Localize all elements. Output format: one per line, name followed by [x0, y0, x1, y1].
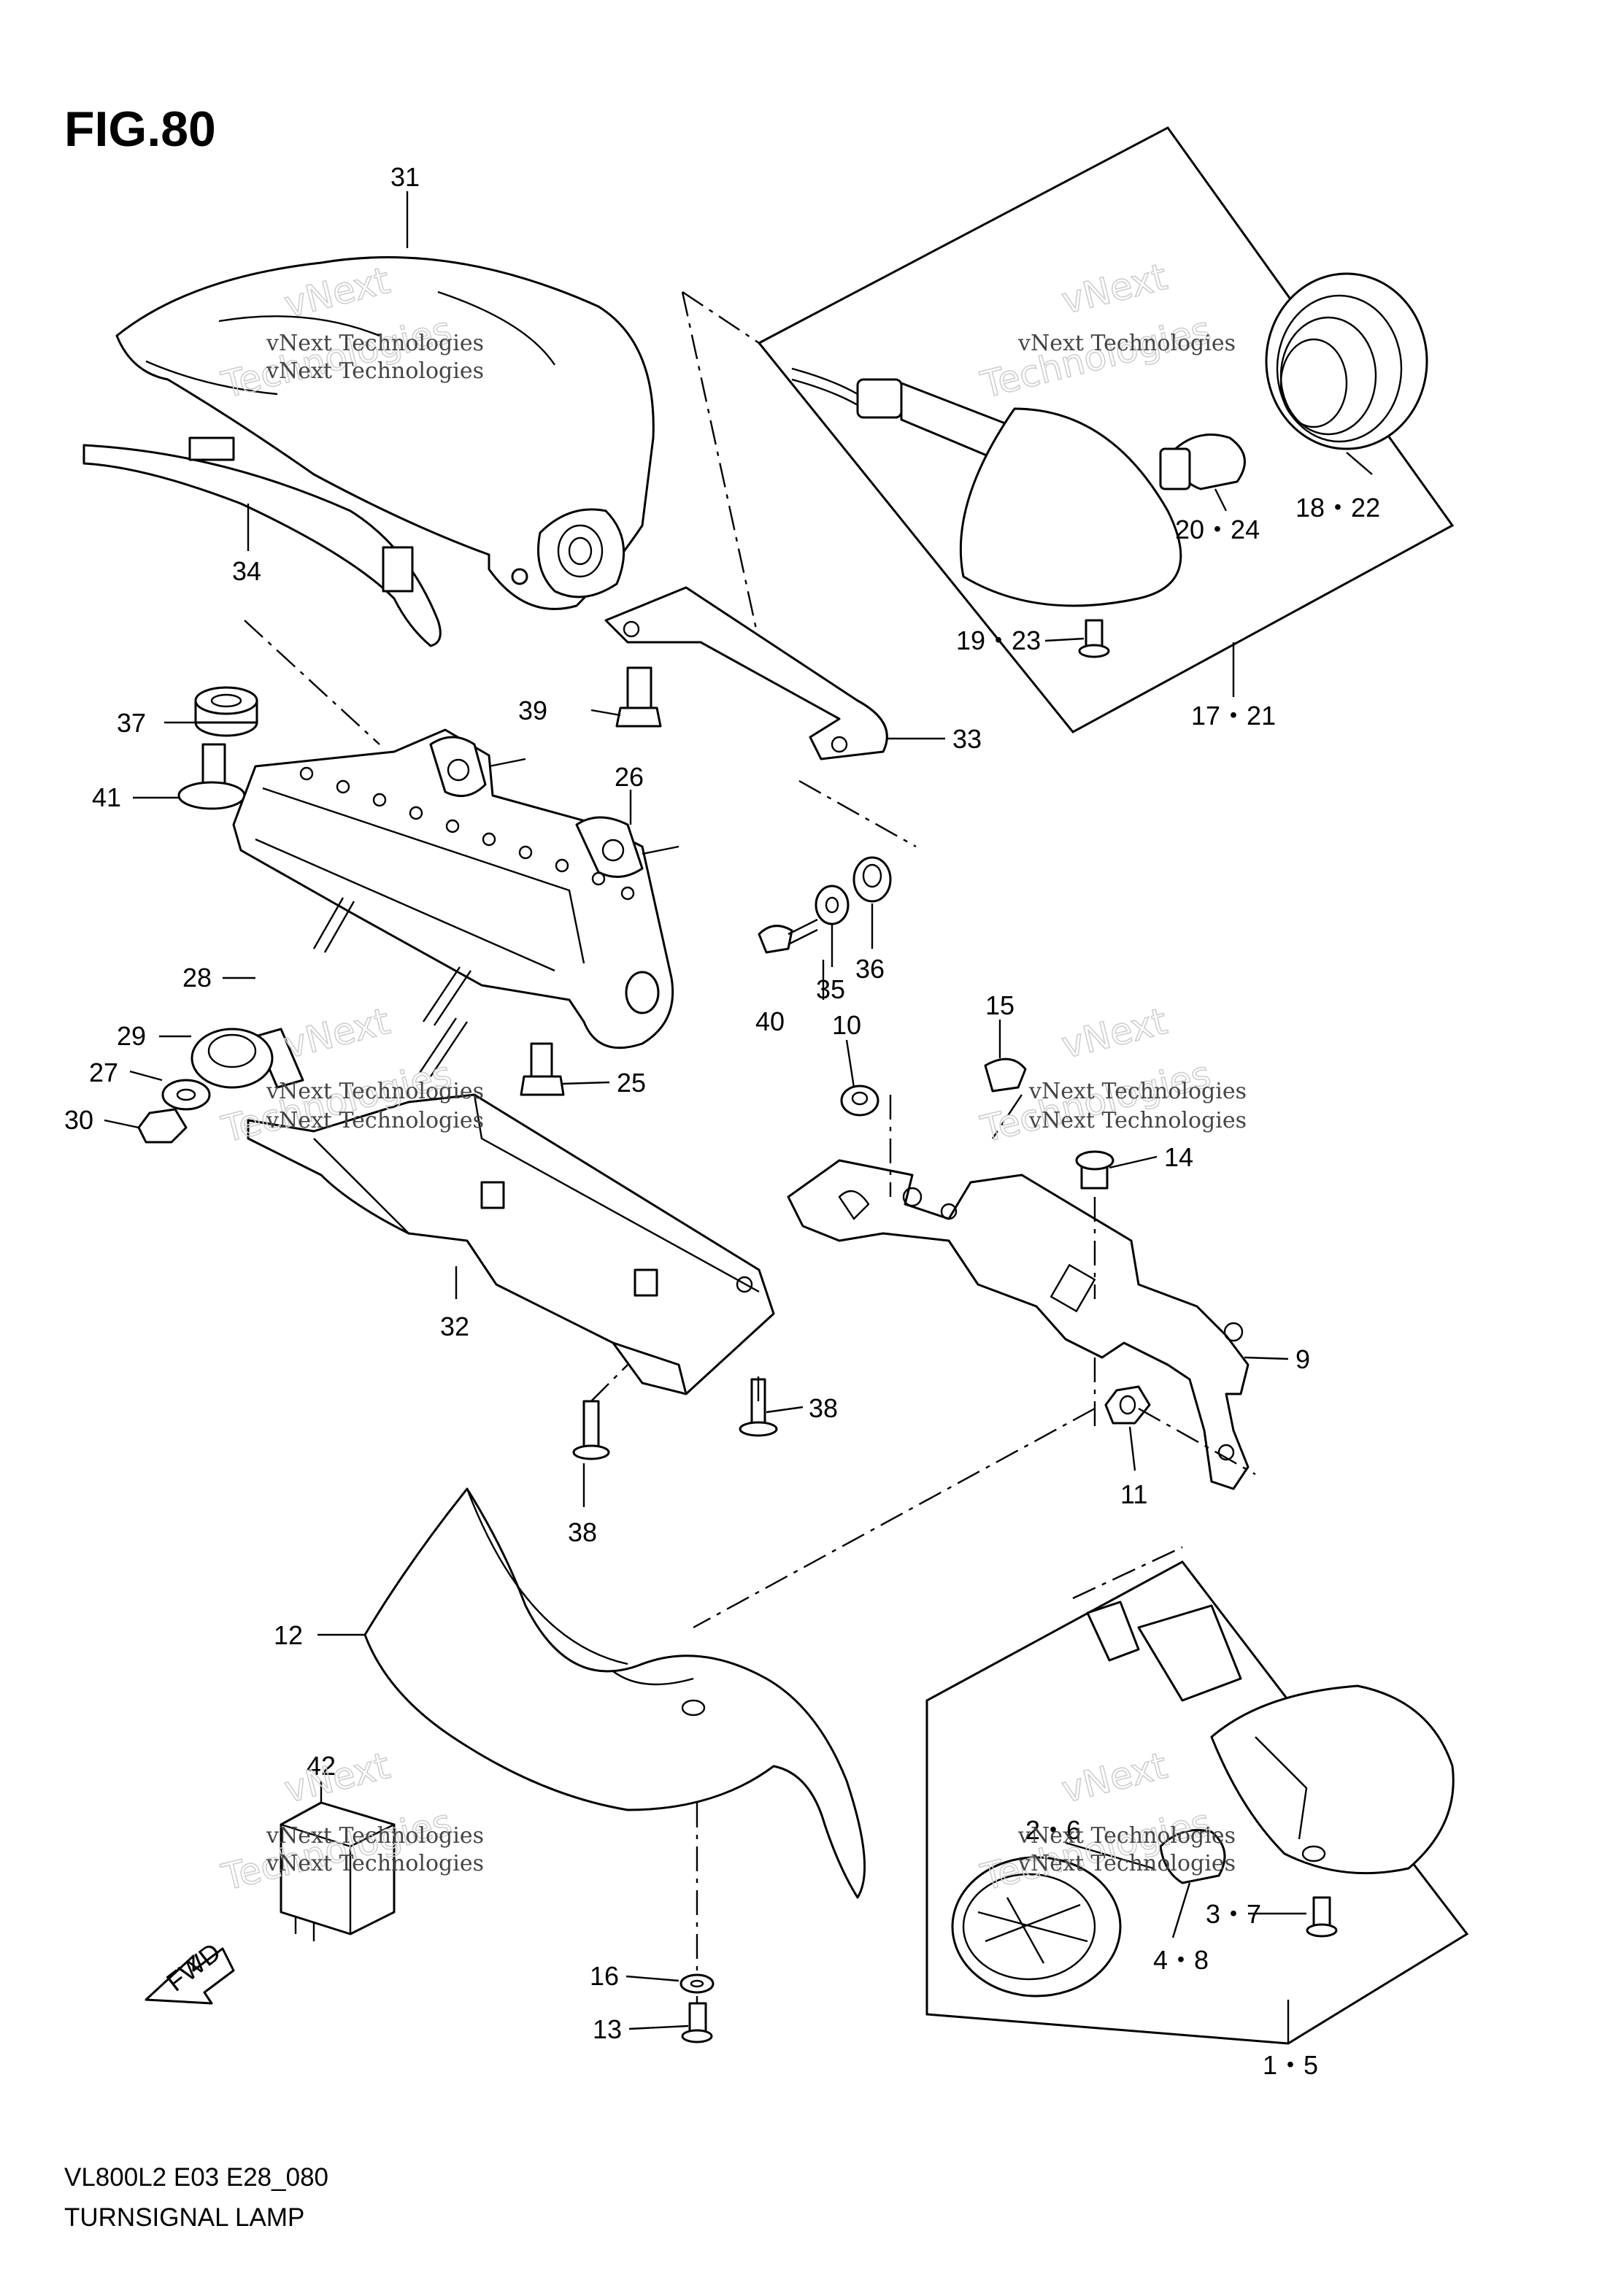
callout-39: 39 [518, 696, 547, 725]
svg-text:vNext Technologies: vNext Technologies [1017, 1851, 1236, 1876]
figure-title: FIG.80 [64, 101, 216, 157]
collar-10 [840, 1085, 879, 1117]
svg-text:vNext: vNext [1058, 1744, 1171, 1811]
callout-38-upper: 38 [809, 1393, 838, 1423]
part-26-main-bracket [232, 728, 679, 1049]
callout-42: 42 [307, 1751, 336, 1781]
svg-text:vNext: vNext [1058, 255, 1171, 323]
front-turnsignal-lamp-box [925, 1546, 1469, 2045]
bolt-41 [177, 743, 246, 810]
callout-26: 26 [615, 762, 644, 792]
washer-16 [679, 1973, 715, 1994]
callout-labels: 31 34 37 41 39 33 26 28 29 27 30 25 32 3… [64, 162, 1380, 2080]
part-32-lower-bracket [247, 1093, 775, 1395]
bolt-39 [615, 666, 662, 728]
svg-text:vNext Technologies: vNext Technologies [266, 1823, 484, 1849]
callout-19-23: 19・23 [956, 625, 1041, 655]
leader-lines [104, 191, 1373, 2043]
callout-10: 10 [832, 1010, 861, 1040]
callout-25: 25 [617, 1068, 646, 1098]
svg-text:vNext Technologies: vNext Technologies [266, 1851, 484, 1876]
rivet-38-lower [572, 1400, 610, 1460]
rear-turnsignal-lamp-box [681, 126, 1455, 733]
callout-16: 16 [590, 1961, 619, 1991]
svg-text:vNext Technologies: vNext Technologies [266, 1108, 484, 1133]
part-31-cover [115, 256, 655, 610]
bolt-13 [681, 2002, 713, 2043]
callout-15: 15 [985, 990, 1014, 1020]
nut-11 [1104, 1385, 1151, 1425]
svg-text:Technologies: Technologies [977, 309, 1215, 407]
callout-13: 13 [593, 2014, 622, 2044]
callout-35: 35 [816, 974, 845, 1004]
svg-text:vNext Technologies: vNext Technologies [1028, 1079, 1247, 1104]
svg-text:vNext Technologies: vNext Technologies [266, 331, 484, 356]
callout-11: 11 [1120, 1479, 1147, 1509]
bracket-holes [299, 766, 635, 901]
watermark-bottom-right: vNext Technologies vNext Technologies vN… [976, 1744, 1236, 1899]
part-34-strip [82, 436, 442, 647]
callout-17-21: 17・21 [1191, 701, 1276, 731]
collar-36 [852, 856, 892, 903]
assembly-lines [244, 620, 1256, 2003]
model-code: VL800L2 E03 E28_080 [64, 2163, 328, 2192]
callout-28: 28 [182, 963, 212, 993]
callout-32: 32 [440, 1311, 469, 1341]
washer-27 [161, 1079, 211, 1111]
collar-14 [1075, 1150, 1114, 1190]
relay-42 [280, 1801, 396, 1941]
part-33-bracket [604, 586, 917, 848]
callout-36: 36 [855, 954, 885, 984]
callout-18-22: 18・22 [1295, 493, 1380, 523]
callout-29: 29 [117, 1021, 146, 1051]
svg-text:vNext Technologies: vNext Technologies [266, 358, 484, 384]
callout-4-8: 4・8 [1153, 1945, 1209, 1975]
washer-35 [815, 885, 850, 925]
svg-text:vNext Technologies: vNext Technologies [1017, 331, 1236, 356]
part-9-front-bracket [787, 1159, 1250, 1490]
callout-14: 14 [1164, 1142, 1193, 1172]
callout-37: 37 [117, 708, 146, 738]
stud-pair [419, 966, 471, 1077]
screw-40 [758, 918, 818, 954]
svg-text:vNext: vNext [1058, 1000, 1171, 1067]
callout-27: 27 [89, 1058, 118, 1087]
bolt-25 [520, 1042, 565, 1096]
callout-9: 9 [1295, 1344, 1310, 1374]
callout-1-5: 1・5 [1263, 2050, 1318, 2080]
fwd-arrow: FWD [145, 1937, 235, 2005]
watermark-top-right: vNext Technologies vNext Technologies [976, 255, 1236, 407]
svg-text:vNext Technologies: vNext Technologies [1028, 1108, 1247, 1133]
callout-31: 31 [390, 162, 420, 192]
callout-20-24: 20・24 [1175, 515, 1260, 544]
callout-3-7: 3・7 [1206, 1899, 1261, 1929]
svg-text:vNext: vNext [280, 1744, 394, 1811]
callout-12: 12 [274, 1620, 303, 1650]
part-12-lower-cover [363, 1487, 866, 1899]
callout-38-lower: 38 [568, 1517, 597, 1547]
section-name: TURNSIGNAL LAMP [64, 2203, 304, 2232]
svg-text:vNext: vNext [280, 1000, 394, 1067]
callout-40: 40 [755, 1006, 785, 1036]
nut-30 [137, 1108, 188, 1144]
callout-30: 30 [64, 1105, 93, 1135]
grommet-29 [190, 1028, 274, 1089]
bolt-15 [984, 1058, 1027, 1093]
callout-2-6: 2・6 [1025, 1815, 1081, 1845]
svg-text:vNext Technologies: vNext Technologies [266, 1079, 484, 1104]
svg-text:vNext Technologies: vNext Technologies [1017, 1823, 1236, 1849]
grommet-37 [194, 686, 258, 737]
callout-33: 33 [952, 724, 982, 754]
callout-34: 34 [232, 556, 261, 586]
callout-41: 41 [92, 782, 121, 812]
